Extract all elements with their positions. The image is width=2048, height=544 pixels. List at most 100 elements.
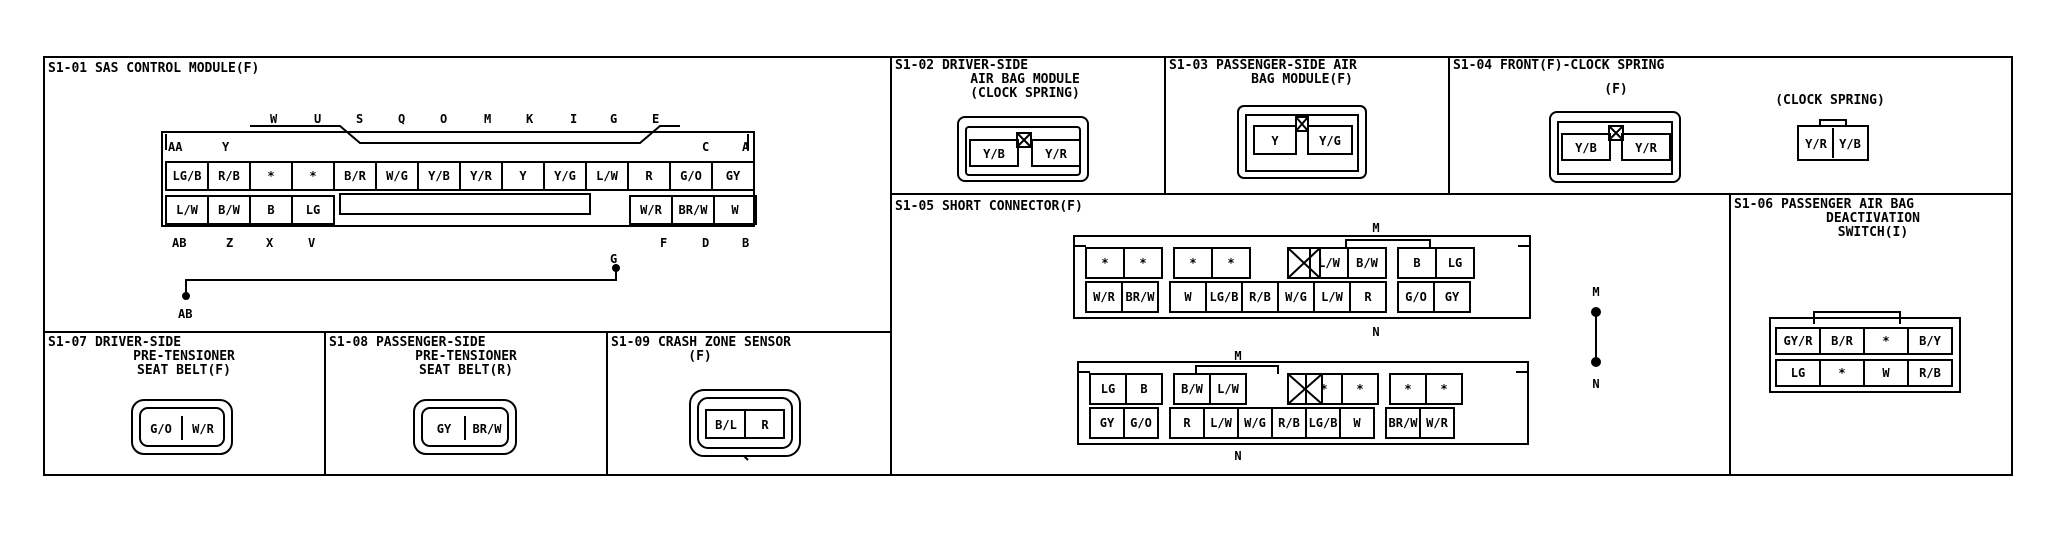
short-wire-label-g: G (610, 252, 617, 266)
pin-label: BR/W (679, 203, 709, 217)
pin-letter: Y (222, 140, 230, 154)
pin-label: Y/R (1805, 137, 1827, 151)
s1-07-title-line-3: SEAT BELT(F) (137, 363, 231, 378)
pin-label: GY/R (1784, 334, 1814, 348)
s1-08-title-line-2: PRE-TENSIONER (415, 349, 517, 364)
pin-cell (711, 161, 755, 191)
pin-letter: Q (398, 112, 405, 126)
s1-05-upper-blank-cell (1287, 247, 1321, 279)
pin-label: L/W (1217, 382, 1239, 396)
pin-label: BR/W (1126, 290, 1156, 304)
pin-label: W (1353, 416, 1361, 430)
pin-label: GY (1445, 290, 1460, 304)
s1-01-section: S1-01 SAS CONTROL MODULE(F) W U S Q O M … (48, 61, 757, 321)
pin-letter: C (702, 140, 709, 154)
pin-letter: V (308, 236, 315, 250)
pin-cell (1907, 359, 1953, 387)
s1-05-lower-blank-cell (1287, 373, 1323, 405)
pin-label: * (1404, 382, 1411, 396)
pin-label: Y/B (1575, 141, 1597, 155)
pin-cell (1425, 373, 1463, 405)
pin-cell (1435, 247, 1475, 279)
s1-07-section: S1-07 DRIVER-SIDE PRE-TENSIONER SEAT BEL… (48, 335, 235, 455)
pin-label: W/G (386, 169, 408, 183)
pin-letter: B (742, 236, 749, 250)
s1-05-upper-m-label: M (1372, 221, 1379, 235)
s1-05-lower-connector (1077, 361, 1529, 445)
pin-label: L/W (1321, 290, 1343, 304)
pin-letter: AB (172, 236, 186, 250)
pin-label: L/W (176, 203, 198, 217)
s1-01-short-wire (182, 264, 620, 300)
pin-label: Y/B (428, 169, 450, 183)
pin-label: R (1183, 416, 1191, 430)
s1-04-subtitle-left: (F) (1604, 82, 1627, 97)
pin-label: * (1320, 382, 1327, 396)
s1-08-title: S1-08 PASSENGER-SIDE (329, 335, 486, 350)
pin-label: W/G (1244, 416, 1266, 430)
pin-label: LG/B (1309, 416, 1338, 430)
pin-label: W (731, 203, 739, 217)
s1-08-title-line-3: SEAT BELT(R) (419, 363, 513, 378)
pin-label: W/R (1093, 290, 1115, 304)
pin-label: G/O (150, 422, 172, 436)
pin-label: * (267, 169, 274, 183)
s1-05-lower-m-label: M (1234, 349, 1241, 363)
pin-label: * (1101, 256, 1108, 270)
pin-cell (1123, 407, 1159, 439)
s1-02-title: S1-02 DRIVER-SIDE (895, 58, 1028, 73)
pin-label: G/O (1405, 290, 1427, 304)
pin-label: Y/G (1319, 134, 1341, 148)
s1-02-section: S1-02 DRIVER-SIDE AIR BAG MODULE (CLOCK … (895, 58, 1089, 182)
s1-04-right-connector (1797, 119, 1869, 161)
pin-cell (1123, 247, 1163, 279)
s1-03-section: S1-03 PASSENGER-SIDE AIR BAG MODULE(F) Y… (1169, 58, 1367, 179)
pin-label: LG (306, 203, 320, 217)
s1-01-bottom-pin-letters: AB Z X V F D B (172, 236, 749, 250)
pin-label: B/W (1356, 256, 1378, 270)
s1-09-section: S1-09 CRASH ZONE SENSOR (F) B/L R (611, 335, 801, 461)
s1-05-upper-connector (1073, 235, 1531, 319)
pin-label: Y/B (1839, 137, 1861, 151)
s1-04-title: S1-04 FRONT(F)-CLOCK SPRING (1453, 58, 1664, 73)
s1-05-wire-n-label: N (1592, 377, 1599, 391)
pin-label: R (645, 169, 653, 183)
pin-label: W (1882, 366, 1890, 380)
s1-01-top-pin-letters: W U S Q O M K I G E AA Y C A (168, 112, 750, 154)
pin-letter: O (440, 112, 447, 126)
pin-label: W/R (192, 422, 214, 436)
pin-label: W/G (1285, 290, 1307, 304)
s1-07-title-line-2: PRE-TENSIONER (133, 349, 235, 364)
pin-label: G/O (680, 169, 702, 183)
pin-letter: U (314, 112, 321, 126)
pin-label: * (1139, 256, 1146, 270)
pin-label: R/B (218, 169, 240, 183)
pin-label: Y/B (983, 147, 1005, 161)
pin-label: B/L (715, 418, 737, 432)
pin-cell (1433, 281, 1471, 313)
pin-letter: F (660, 236, 667, 250)
pin-label: Y/R (1635, 141, 1657, 155)
pin-label: Y (1271, 134, 1279, 148)
pin-cell (1347, 247, 1387, 279)
pin-cell (1341, 373, 1379, 405)
s1-04-left-connector (1549, 111, 1681, 183)
s1-06-title: S1-06 PASSENGER AIR BAG (1734, 197, 1914, 212)
s1-06-title-line-3: SWITCH(I) (1838, 225, 1908, 240)
pin-label: B (1413, 256, 1420, 270)
pin-cell (1211, 247, 1251, 279)
pin-letter: D (702, 236, 709, 250)
pin-label: BR/W (473, 422, 503, 436)
pin-label: * (1356, 382, 1363, 396)
pin-label: GY (726, 169, 741, 183)
pin-label: B/W (1181, 382, 1203, 396)
pin-letter: Z (226, 236, 233, 250)
pin-cell (1339, 407, 1375, 439)
s1-09-connector (689, 389, 801, 461)
pin-label: Y/R (1045, 147, 1067, 161)
